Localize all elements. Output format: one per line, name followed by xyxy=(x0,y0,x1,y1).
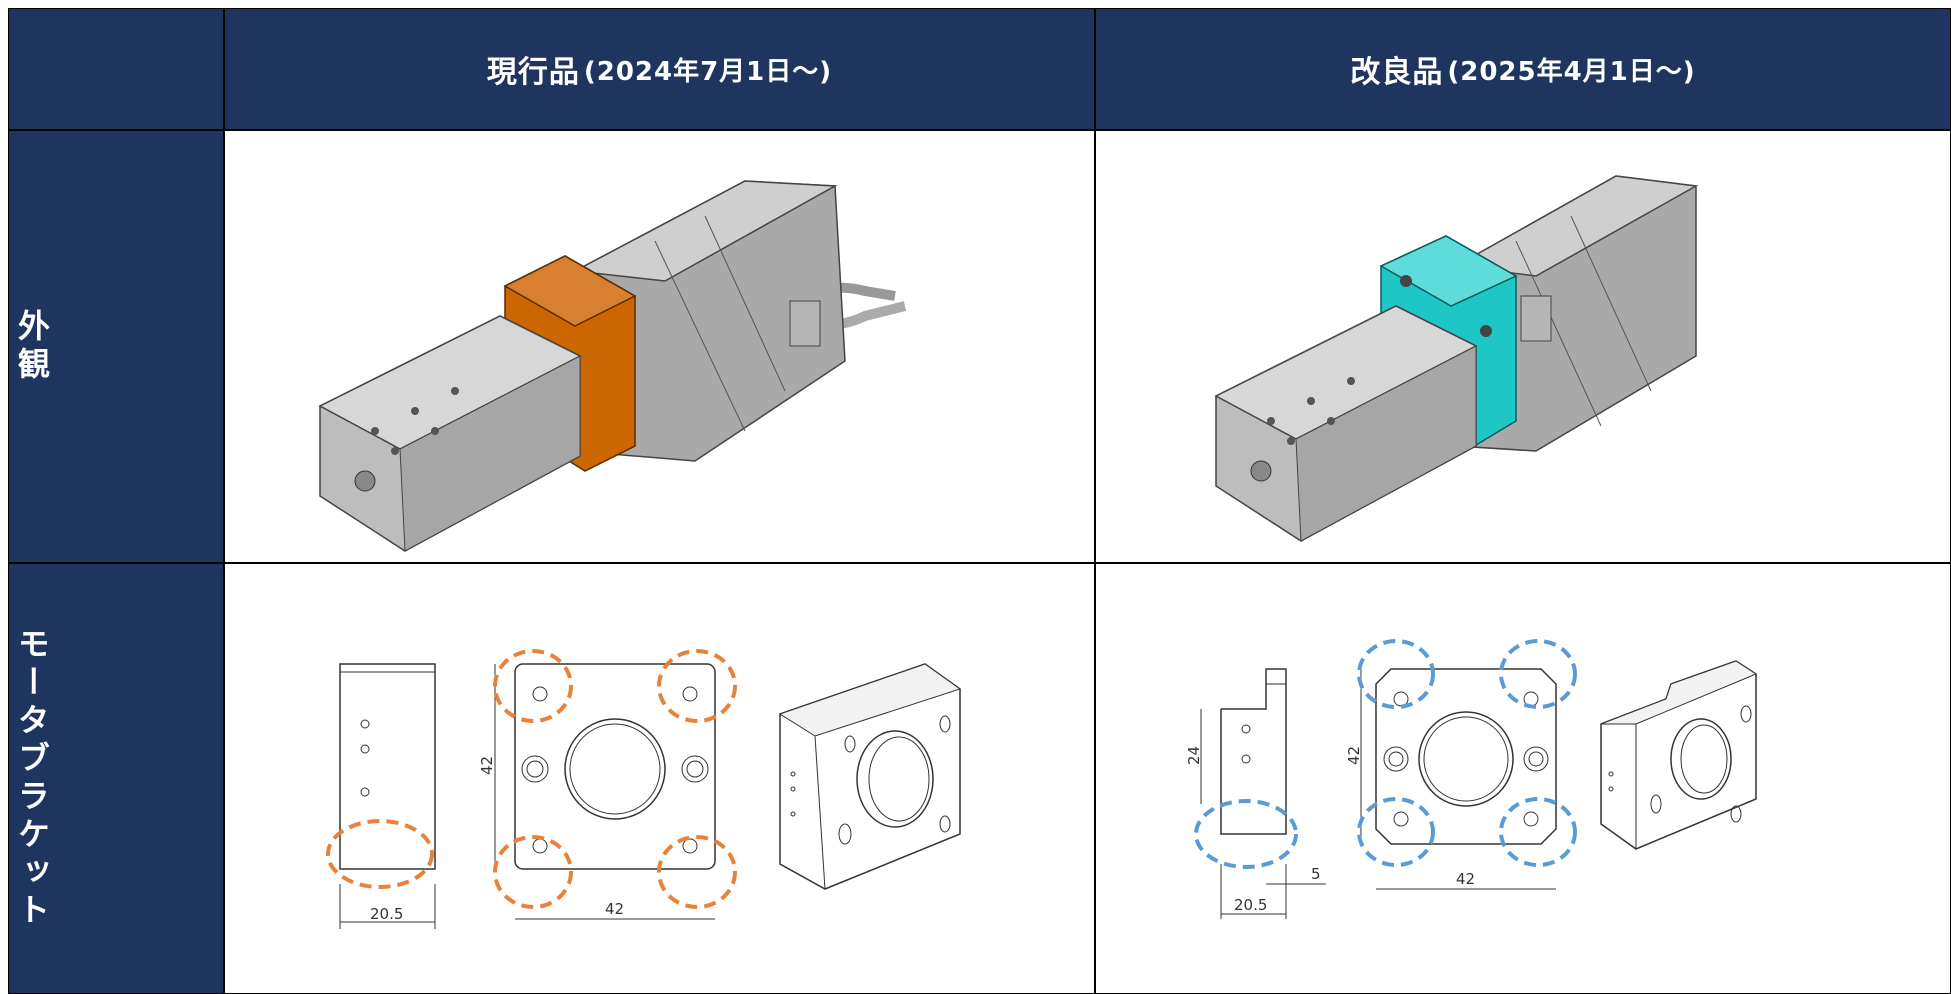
dim-improved-offset: 5 xyxy=(1311,865,1321,883)
appearance-current-cell xyxy=(224,130,1095,563)
dim-improved-side-width: 20.5 xyxy=(1234,896,1267,914)
current-highlight-top-right xyxy=(657,649,737,723)
bracket-improved-drawing: 24 20.5 5 42 42 xyxy=(1185,639,1758,919)
current-highlight-side xyxy=(326,819,434,889)
comparison-table: 現行品 (2024年7月1日～) 改良品 (2025年4月1日～) 外観 xyxy=(8,8,1951,994)
improved-highlight-bottom-right xyxy=(1499,797,1577,867)
dim-current-front-width: 42 xyxy=(605,900,624,918)
column-date-current: (2024年7月1日～) xyxy=(583,56,833,87)
column-date-improved: (2025年4月1日～) xyxy=(1447,56,1696,87)
bracket-current-cell: 20.5 42 42 xyxy=(224,563,1095,994)
dim-improved-front-width: 42 xyxy=(1456,870,1475,888)
corner-header-cell xyxy=(8,8,224,130)
current-highlight-bottom-left xyxy=(493,835,573,909)
improved-highlight-top-right xyxy=(1499,639,1577,709)
dim-current-height: 42 xyxy=(478,756,496,775)
appearance-improved-illustration xyxy=(1214,175,1699,542)
row-label-appearance: 外観 xyxy=(13,308,51,385)
dim-current-side-width: 20.5 xyxy=(370,905,403,923)
dim-improved-side-height: 24 xyxy=(1185,746,1203,765)
appearance-current-illustration xyxy=(318,180,907,552)
row-label-motor-bracket: モータブラケット xyxy=(13,626,51,931)
bracket-current-drawing: 20.5 42 42 xyxy=(326,649,962,929)
appearance-improved-cell xyxy=(1095,130,1951,563)
improved-highlight-bottom-left xyxy=(1357,797,1435,867)
bracket-improved-cell: 24 20.5 5 42 42 xyxy=(1095,563,1951,994)
dim-improved-height: 42 xyxy=(1345,746,1363,765)
column-title-improved: 改良品 xyxy=(1350,55,1444,90)
row-header-appearance: 外観 xyxy=(8,130,224,563)
current-highlight-bottom-right xyxy=(657,835,737,909)
column-header-current: 現行品 (2024年7月1日～) xyxy=(224,8,1095,130)
row-header-motor-bracket: モータブラケット xyxy=(8,563,224,994)
improved-highlight-side xyxy=(1194,799,1298,869)
improved-highlight-top-left xyxy=(1357,639,1435,709)
column-header-improved: 改良品 (2025年4月1日～) xyxy=(1095,8,1951,130)
column-title-current: 現行品 xyxy=(486,55,580,90)
current-highlight-top-left xyxy=(493,649,573,723)
